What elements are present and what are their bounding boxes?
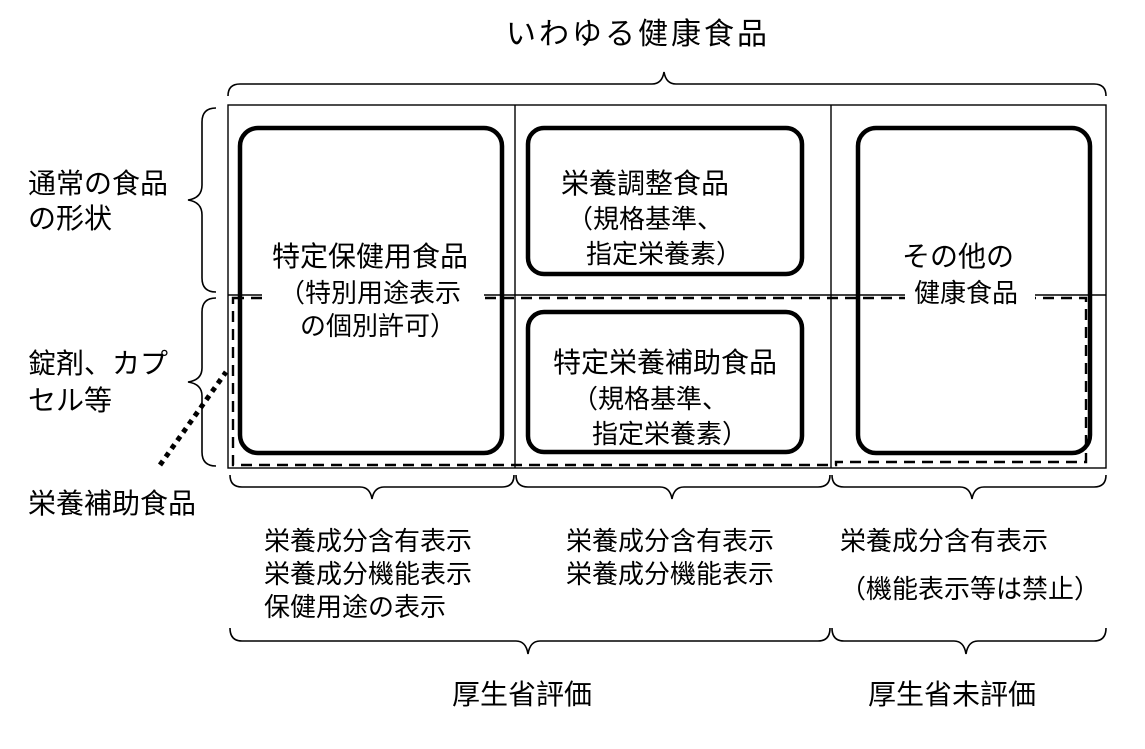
labeling-col2-line1: 栄養成分含有表示 — [566, 527, 774, 557]
box-specified-supplement — [525, 309, 805, 455]
row-label-tablet-line2: セル等 — [28, 384, 112, 417]
labeling-col2-line2: 栄養成分機能表示 — [566, 560, 774, 590]
other-health-line1: その他の — [902, 240, 1014, 273]
specified-supplement-title: 特定栄養補助食品 — [553, 346, 777, 379]
supplement-label: 栄養補助食品 — [28, 487, 196, 520]
evaluation-braces — [229, 627, 1107, 655]
row-brace-tablet — [187, 297, 217, 467]
box-fosfhu — [237, 125, 505, 456]
fosfhu-note-line2: の個別許可） — [300, 312, 456, 342]
supplement-leader — [157, 370, 229, 467]
rounded-boxes — [237, 125, 1093, 456]
box-nutrition-adjusted — [525, 125, 805, 277]
labeling-col1-line1: 栄養成分含有表示 — [264, 527, 472, 557]
evaluation-not-evaluated: 厚生省未評価 — [868, 678, 1036, 711]
diagram-title: いわゆる健康食品 — [506, 17, 770, 52]
fosfhu-note-line1: （特別用途表示 — [279, 279, 461, 309]
labeling-col3-line1: 栄養成分含有表示 — [840, 527, 1048, 557]
row-label-normal-line1: 通常の食品 — [28, 167, 168, 200]
specified-supplement-note-line1: （規格基準、 — [572, 385, 728, 415]
box-other-health — [855, 125, 1093, 456]
nutrition-adjusted-note-line2: 指定栄養素） — [586, 240, 742, 270]
fosfhu-title: 特定保健用食品 — [272, 240, 468, 273]
labeling-col1-line2: 栄養成分機能表示 — [264, 560, 472, 590]
column-braces — [229, 474, 1107, 500]
row-label-normal-line2: の形状 — [28, 202, 112, 235]
specified-supplement-note-line2: 指定栄養素） — [592, 420, 748, 450]
evaluation-evaluated: 厚生省評価 — [452, 678, 592, 711]
row-brace-normal — [187, 107, 217, 293]
nutrition-adjusted-note-line1: （規格基準、 — [567, 205, 723, 235]
labeling-col3-line2: （機能表示等は禁止） — [840, 575, 1100, 605]
row-label-tablet-line1: 錠剤、カプ — [28, 347, 168, 380]
nutrition-adjusted-title: 栄養調整食品 — [561, 167, 729, 200]
supplement-dashed-region — [231, 296, 1088, 467]
labeling-col1-line3: 保健用途の表示 — [264, 593, 446, 623]
top-brace — [227, 71, 1107, 97]
other-health-line2: 健康食品 — [914, 279, 1018, 309]
